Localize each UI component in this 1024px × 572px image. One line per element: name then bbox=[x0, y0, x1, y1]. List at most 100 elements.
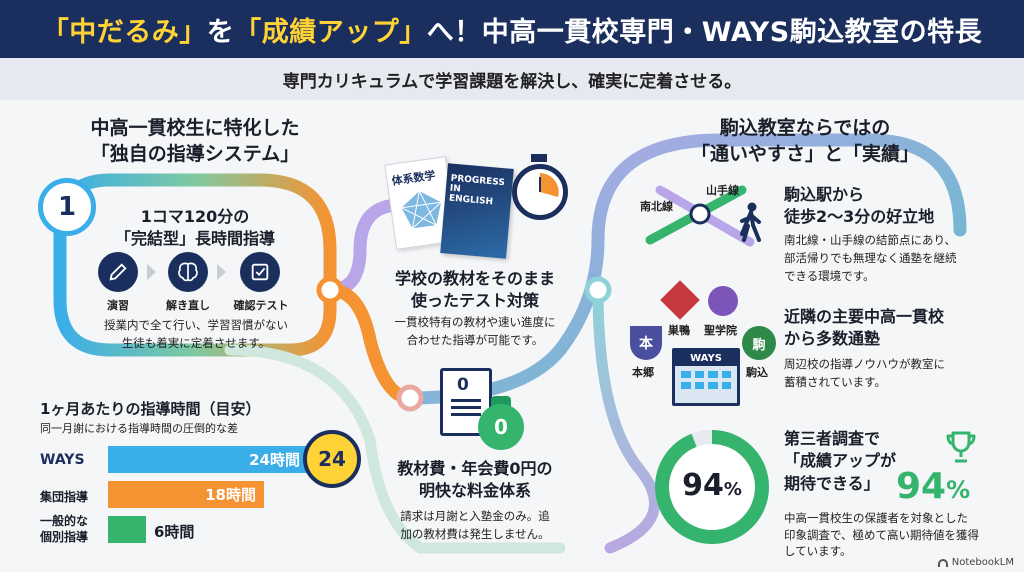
bar-label-line: 個別指導 bbox=[40, 530, 89, 545]
ways-building-icon: WAYS bbox=[672, 348, 740, 406]
bar-group: 18時間 bbox=[108, 481, 264, 508]
access-desc-line2: 部活帰りでも無理なく通塾を継続 bbox=[784, 250, 957, 265]
survey-ring-label: 94% bbox=[653, 468, 771, 503]
emblem-char: 本 bbox=[639, 336, 653, 352]
test-prep-desc-line1: 一貫校特有の教材や速い進度に bbox=[394, 315, 556, 329]
title-connector: を bbox=[206, 16, 235, 48]
left-heading-line1: 中高一貫校生に特化した bbox=[90, 117, 300, 139]
building-label: WAYS bbox=[675, 351, 737, 366]
step-row: 演習 解き直し 確認テスト bbox=[98, 252, 298, 312]
survey-big-number: 94 bbox=[896, 466, 947, 507]
survey-big-percent: 94% bbox=[896, 466, 970, 507]
brain-icon bbox=[168, 252, 208, 292]
pencil-icon bbox=[98, 252, 138, 292]
right-heading-line2: 「通いやすさ」と「実績」 bbox=[690, 142, 919, 165]
page-title: 「中だるみ」を「成績アップ」へ！中高一貫校専門・WAYS駒込教室の特長 bbox=[42, 10, 982, 49]
access-title-line2: 徒歩2〜3分の好立地 bbox=[784, 207, 935, 227]
survey-ring-number: 94 bbox=[682, 468, 724, 503]
block-desc-line1: 授業内で全て行い、学習習慣がない bbox=[104, 318, 288, 332]
access-desc-line1: 南北線・山手線の結節点にあり、 bbox=[784, 233, 957, 247]
brand-logo-icon bbox=[937, 558, 948, 567]
chevron-right-icon bbox=[217, 264, 226, 280]
fee-heading: 教材費・年会費0円の 明快な料金体系 bbox=[370, 458, 580, 503]
bar-label-ways: WAYS bbox=[40, 452, 85, 468]
block-desc-line2: 生徒も着実に定着させます。 bbox=[121, 335, 271, 350]
bar-individual bbox=[108, 516, 146, 543]
receipt-value: 0 bbox=[457, 375, 469, 395]
walking-person-icon bbox=[738, 202, 764, 242]
page-subtitle: 専門カリキュラムで学習課題を解決し、確実に定着させる。 bbox=[282, 71, 742, 92]
title-highlight-1: 「中だるみ」 bbox=[41, 16, 207, 48]
survey-desc-line1: 中高一貫校生の保護者を対象とした bbox=[784, 511, 968, 525]
schools-description: 周辺校の指導ノウハウが教室に 蓄積されています。 bbox=[784, 356, 1004, 392]
clock-number: 24 bbox=[318, 447, 346, 471]
clock-icon: 24 bbox=[303, 430, 361, 488]
trophy-icon bbox=[944, 430, 978, 464]
school-emblem-komagome: 駒 bbox=[742, 326, 776, 360]
survey-title-line1: 第三者調査で bbox=[784, 429, 881, 448]
brand-name: NotebookLM bbox=[951, 557, 1014, 568]
block-title-line2: 「完結型」長時間指導 bbox=[114, 229, 275, 249]
hours-subtitle: 同一月謝における指導時間の圧倒的な差 bbox=[40, 422, 238, 435]
survey-title-line2: 「成績アップが bbox=[784, 451, 897, 471]
badge-number: 1 bbox=[57, 192, 77, 222]
right-heading-line1: 駒込教室ならではの bbox=[719, 117, 891, 139]
schools-title-line2: から多数通塾 bbox=[784, 329, 881, 349]
step-label: 確認テスト bbox=[233, 299, 289, 312]
step-label: 解き直し bbox=[166, 299, 210, 312]
block-description: 授業内で全て行い、学習習慣がない 生徒も着実に定着させます。 bbox=[76, 317, 316, 353]
access-title: 駒込駅から 徒歩2〜3分の好立地 bbox=[784, 184, 984, 229]
school-emblem-hongo: 本 bbox=[630, 326, 662, 360]
survey-ring-arc bbox=[655, 430, 769, 544]
bar-value-ways: 24時間 bbox=[249, 451, 300, 469]
number-badge: 1 bbox=[38, 178, 96, 236]
fee-heading-line2: 明快な料金体系 bbox=[418, 481, 531, 501]
textbook-english-icon: PROGRESS IN ENGLISH bbox=[440, 163, 514, 259]
fee-desc-line1: 請求は月謝と入塾金のみ。追 bbox=[400, 509, 550, 523]
school-emblem-seigakuin bbox=[708, 286, 738, 316]
school-name-sugamo: 巣鴨 bbox=[668, 324, 690, 337]
left-heading: 中高一貫校生に特化した 「独自の指導システム」 bbox=[60, 116, 330, 167]
bar-ways: 24時間 bbox=[108, 446, 308, 473]
school-name-seigakuin: 聖学院 bbox=[704, 324, 737, 337]
test-prep-desc-line2: 合わせた指導が可能です。 bbox=[406, 332, 544, 347]
title-rest: へ！中高一貫校専門・WAYS駒込教室の特長 bbox=[426, 16, 983, 48]
bar-value-individual: 6時間 bbox=[154, 523, 195, 541]
survey-big-unit: % bbox=[946, 476, 971, 504]
fee-description: 請求は月謝と入塾金のみ。追 加の教材費は発生しません。 bbox=[370, 508, 580, 544]
schools-desc-line1: 周辺校の指導ノウハウが教室に bbox=[784, 357, 945, 371]
brand-watermark: NotebookLM bbox=[937, 557, 1014, 568]
map-label-yamanote: 山手線 bbox=[706, 184, 739, 197]
hours-title: 1ヶ月あたりの指導時間（目安） bbox=[40, 400, 261, 418]
schools-title-line1: 近隣の主要中高一貫校 bbox=[784, 307, 945, 326]
survey-desc-line3: しています。 bbox=[784, 544, 852, 559]
block-title: 1コマ120分の 「完結型」長時間指導 bbox=[90, 206, 300, 251]
survey-desc-line2: 印象調査で、極めて高い期待値を獲得 bbox=[784, 527, 980, 542]
map-label-nanboku: 南北線 bbox=[640, 200, 673, 213]
bar-label-line: 一般的な bbox=[40, 514, 89, 528]
test-prep-description: 一貫校特有の教材や速い進度に 合わせた指導が可能です。 bbox=[370, 314, 580, 350]
survey-ring-unit: % bbox=[723, 479, 742, 500]
chevron-right-icon bbox=[147, 264, 156, 280]
school-name-hongo: 本郷 bbox=[632, 366, 654, 379]
title-highlight-2: 「成績アップ」 bbox=[234, 16, 427, 48]
access-description: 南北線・山手線の結節点にあり、 部活帰りでも無理なく通塾を継続 できる環境です。 bbox=[784, 232, 1004, 285]
survey-description: 中高一貫校生の保護者を対象とした 印象調査で、極めて高い期待値を獲得 しています… bbox=[784, 510, 1016, 560]
page-header: 「中だるみ」を「成績アップ」へ！中高一貫校専門・WAYS駒込教室の特長 bbox=[0, 0, 1024, 58]
checkbox-icon bbox=[240, 252, 280, 292]
money-bag-icon: 0 bbox=[476, 396, 526, 450]
survey-ring bbox=[655, 430, 769, 544]
test-prep-heading: 学校の教材をそのまま 使ったテスト対策 bbox=[370, 268, 580, 313]
rail-map-icon bbox=[645, 185, 755, 247]
subtitle-bar: 専門カリキュラムで学習課題を解決し、確実に定着させる。 bbox=[0, 58, 1024, 100]
access-title-line1: 駒込駅から bbox=[784, 185, 865, 204]
step-label: 演習 bbox=[107, 299, 129, 312]
bar-label-group: 集団指導 bbox=[40, 490, 89, 504]
bar-value-group: 18時間 bbox=[205, 486, 256, 504]
bag-value: 0 bbox=[494, 415, 508, 439]
test-prep-heading-line2: 使ったテスト対策 bbox=[410, 291, 539, 311]
schools-desc-line2: 蓄積されています。 bbox=[784, 374, 887, 389]
fee-heading-line1: 教材費・年会費0円の bbox=[397, 459, 553, 478]
stopwatch-icon bbox=[508, 154, 570, 224]
